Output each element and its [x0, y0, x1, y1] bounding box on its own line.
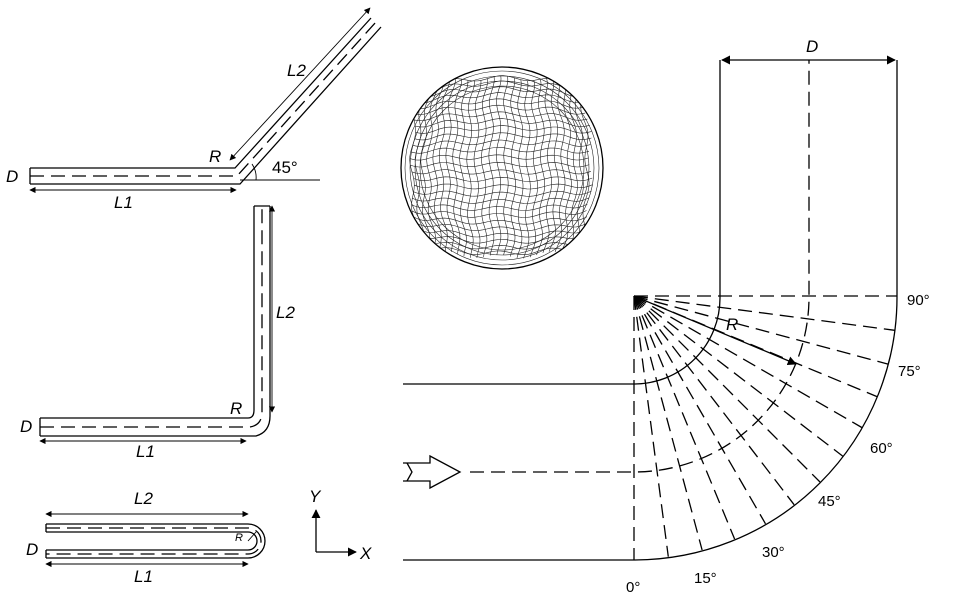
mesh-boundary-layer-ring [419, 85, 585, 251]
angle-label-30: 30° [762, 544, 785, 561]
mesh-grid-line [452, 79, 462, 254]
mesh-grid-line [548, 78, 559, 252]
pipe-45-degree: D L1 L2 R 45° [6, 7, 382, 212]
mesh-grid-line [409, 154, 589, 161]
mesh-grid-line [481, 78, 488, 257]
pipe1-l2-label: L2 [287, 61, 306, 80]
mesh-grid-line [459, 80, 469, 257]
mesh-grid-line [411, 210, 587, 218]
radial-section-line [633, 295, 669, 557]
mesh-boundary-layer-ring [404, 70, 600, 266]
mesh-grid-line [413, 104, 586, 115]
pipe-180-degree: L2 L1 D R [26, 489, 266, 586]
pipe2-l1-label: L1 [136, 442, 155, 461]
mesh-grid-line [439, 79, 450, 252]
mesh-grid-line [510, 77, 516, 257]
mesh-grid-line [566, 85, 578, 254]
angle-label-45: 45° [818, 493, 841, 510]
pipe3-diameter-label: D [26, 540, 38, 559]
mesh-grid-line [413, 216, 588, 225]
radial-section-line [633, 295, 736, 540]
mesh-grid-line [416, 92, 585, 104]
mesh-cross-section [400, 66, 604, 270]
radial-section-line [633, 295, 844, 457]
mesh-grid-line [516, 79, 524, 258]
pipe2-radius-label: R [230, 399, 242, 418]
pipe2-diameter-label: D [20, 417, 32, 436]
mesh-grid-line [420, 86, 433, 253]
angle-label-60: 60° [870, 440, 893, 457]
mesh-grid-line [415, 125, 592, 134]
pipe1-diameter-label: D [6, 167, 18, 186]
mesh-grid-line [418, 228, 589, 238]
radial-section-line [633, 295, 767, 525]
mesh-grid-line [418, 244, 583, 255]
radial-section-line [633, 295, 895, 331]
mesh-grid-line [466, 81, 475, 258]
mesh-grid-line [554, 80, 566, 253]
pipe2-l2-label: L2 [276, 303, 295, 322]
mesh-grid-line [414, 111, 588, 122]
pipe3-l1-label: L1 [134, 567, 153, 586]
mesh-grid-line [412, 139, 591, 147]
angle-label-0: 0° [626, 579, 640, 596]
angle-label-15: 15° [694, 570, 717, 587]
mesh-grid-line [419, 86, 586, 98]
mesh-grid-line [560, 82, 572, 253]
mesh-grid-line [411, 203, 588, 211]
bend-radius-label: R [726, 315, 738, 334]
bend-schematic: D R 0° 15° 30° 45° 60° 75° 90° [403, 37, 930, 596]
mesh-grid-line [411, 169, 591, 175]
mesh-boundary-layer-ring [409, 75, 595, 261]
mesh-grid-line [413, 176, 593, 182]
mesh-grid-line [415, 118, 590, 128]
mesh-grid-line [529, 80, 538, 258]
radial-section-line [633, 295, 703, 551]
mesh-grid-line [432, 81, 444, 252]
pipe1-angle-label: 45° [272, 158, 298, 177]
mesh-grid-line [413, 190, 592, 197]
mesh-grid-line [426, 84, 439, 253]
mesh-grid-line [536, 79, 545, 256]
mesh-grid-line [503, 76, 509, 256]
bend-diameter-label: D [806, 37, 818, 56]
pipe3-l2-label: L2 [134, 489, 153, 508]
mesh-grid-line [414, 132, 592, 141]
pipe3-radius-label: R [235, 532, 243, 544]
mesh-grid-line [473, 80, 482, 259]
angle-label-90: 90° [907, 292, 930, 309]
mesh-grid-line [418, 239, 586, 250]
mesh-grid-line [496, 75, 502, 255]
radial-section-line [633, 295, 795, 506]
mesh-grid-line [410, 147, 590, 154]
flow-arrow-icon [403, 454, 462, 490]
radial-section-line [633, 295, 863, 429]
pipe-90-degree: D L1 L2 R [20, 205, 295, 461]
mesh-grid-line [410, 161, 590, 168]
pipe1-radius-label: R [209, 147, 221, 166]
mesh-grid-line [416, 222, 589, 232]
mesh-grid-line [414, 98, 585, 110]
mesh-grid-line [445, 78, 456, 252]
mesh-grid-line [414, 183, 593, 190]
mesh-grid-line [419, 233, 588, 244]
radial-section-line [633, 295, 889, 365]
mesh-grid-line [523, 80, 531, 259]
pipe1-l1-label: L1 [114, 193, 133, 212]
axis-y-label: Y [309, 487, 322, 506]
coordinate-axes: Y X [309, 487, 372, 563]
mesh-grid-line [488, 76, 495, 256]
axis-x-label: X [359, 544, 372, 563]
angle-label-75: 75° [898, 363, 921, 380]
radial-section-line [633, 295, 821, 483]
mesh-grid-line [571, 86, 584, 253]
mesh-boundary-layer-ring [414, 80, 590, 256]
mesh-grid-line [412, 197, 590, 204]
mesh-grid-line [542, 78, 552, 253]
